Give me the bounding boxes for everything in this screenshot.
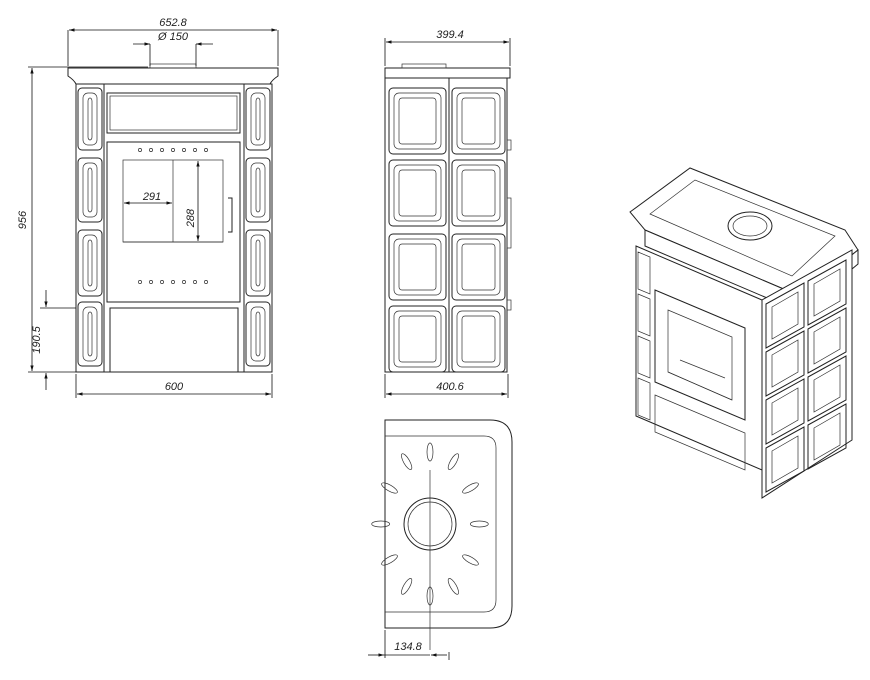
air-vent-dot [204, 280, 208, 284]
iso-door [654, 289, 746, 421]
vent-slot [401, 453, 413, 470]
tile [245, 157, 271, 223]
front-door [106, 141, 241, 303]
air-vent-dot [149, 280, 153, 284]
tile [807, 259, 847, 326]
dim-side-depth-top: 399.4 [436, 29, 464, 41]
tile [77, 87, 103, 151]
tile [765, 330, 805, 397]
air-vent-dot [138, 148, 142, 152]
tile [77, 301, 103, 367]
tile [451, 233, 506, 301]
air-vent-dot [182, 280, 186, 284]
vent-slot [381, 554, 398, 566]
dim-flue-offset: 134.8 [394, 641, 422, 653]
front-top-panel [106, 92, 241, 134]
tile [765, 426, 805, 493]
tile [388, 233, 447, 301]
air-vent-dot [193, 280, 197, 284]
air-vent-dot [182, 148, 186, 152]
tile [451, 87, 506, 155]
tile [77, 157, 103, 223]
tile [77, 229, 103, 297]
air-vent-dot [160, 148, 164, 152]
air-vent-dot [171, 148, 175, 152]
vent-slot [447, 578, 459, 595]
dim-height: 956 [17, 210, 29, 229]
vent-slot [401, 578, 413, 595]
front-dimensions: 652.8 Ø 150 956 190.5 600 291 288 [17, 17, 279, 398]
tile [451, 159, 506, 227]
dim-glass-width: 291 [142, 191, 161, 203]
top-dimensions: 134.8 [368, 630, 450, 660]
tile [765, 378, 805, 445]
dim-glass-height: 288 [185, 208, 197, 228]
tile [245, 229, 271, 297]
air-vent-dot [204, 148, 208, 152]
tile [637, 335, 651, 379]
front-base-panel [109, 307, 239, 373]
dim-base-height: 190.5 [31, 325, 43, 353]
air-vent-dot [138, 280, 142, 284]
tile [637, 377, 651, 421]
tile [245, 87, 271, 151]
isometric-view [629, 167, 859, 499]
tile [388, 305, 447, 373]
tile [388, 159, 447, 227]
dim-flue-diameter: Ø 150 [157, 31, 189, 43]
air-vent-dot [193, 148, 197, 152]
tile [388, 87, 447, 155]
side-dimensions: 399.4 400.6 [384, 29, 511, 398]
door-handle [228, 197, 233, 233]
dim-front-width: 600 [165, 381, 184, 393]
vent-slot [462, 554, 479, 566]
vent-slot [469, 520, 489, 528]
vent-slot [462, 482, 479, 494]
tile [637, 251, 651, 295]
tile [807, 307, 847, 374]
top-view [371, 419, 513, 650]
vent-slot [447, 453, 459, 470]
tile [765, 282, 805, 349]
tile [245, 301, 271, 367]
dim-side-depth: 400.6 [436, 381, 464, 393]
tile [807, 355, 847, 422]
tile [637, 293, 651, 337]
air-vent-dot [160, 280, 164, 284]
vent-slot [426, 442, 434, 462]
vent-slot [371, 520, 391, 528]
air-vent-dot [171, 280, 175, 284]
tile [807, 403, 847, 470]
side-view [384, 63, 512, 373]
vent-slot [381, 482, 398, 494]
dim-front-width-top: 652.8 [159, 17, 187, 29]
air-vent-dot [149, 148, 153, 152]
front-view [67, 63, 279, 373]
tile [451, 305, 506, 373]
